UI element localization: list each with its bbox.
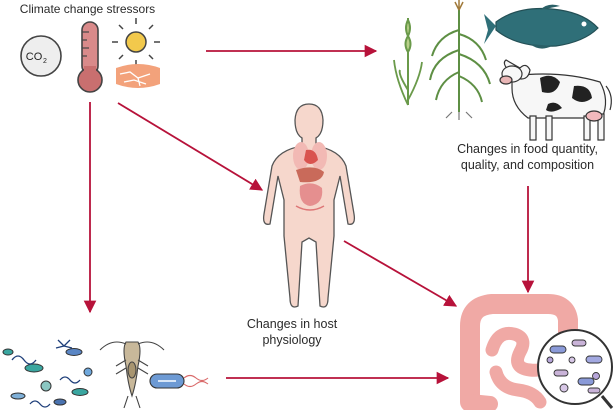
stressors-label: Climate change stressors [0, 1, 175, 17]
intestine-icon [460, 294, 578, 412]
bacterium-icon [149, 373, 209, 389]
host-physiology-label: Changes in host physiology [222, 316, 362, 348]
food-changes-line-1: Changes in food quantity, [457, 142, 598, 156]
wheat-icon [393, 18, 423, 106]
co2-text: CO [26, 51, 43, 63]
stressors-text: Climate change stressors [19, 2, 156, 16]
human-body-icon [262, 103, 356, 308]
host-physiology-line-2: physiology [262, 333, 322, 347]
microorganisms-icon [2, 339, 93, 408]
arrow-host-to-gut [343, 240, 458, 307]
host-physiology-line-1: Changes in host [246, 317, 338, 331]
copepod-icon [99, 341, 165, 409]
arrows [83, 44, 535, 385]
sun-icon [112, 18, 160, 66]
maize-icon [429, 0, 491, 120]
fish-icon [484, 4, 599, 49]
dry-soil-icon [116, 64, 160, 88]
food-changes-line-2: quality, and composition [460, 158, 595, 172]
thermometer-icon [77, 21, 103, 93]
microbiome-magnifier-icon [537, 329, 614, 409]
food-changes-label: Changes in food quantity, quality, and c… [440, 141, 615, 173]
arrow-stressors-to-host [117, 102, 264, 191]
cow-icon [499, 59, 612, 141]
co2-subscript: 2 [43, 58, 47, 65]
co2-icon: CO 2 [20, 35, 62, 77]
